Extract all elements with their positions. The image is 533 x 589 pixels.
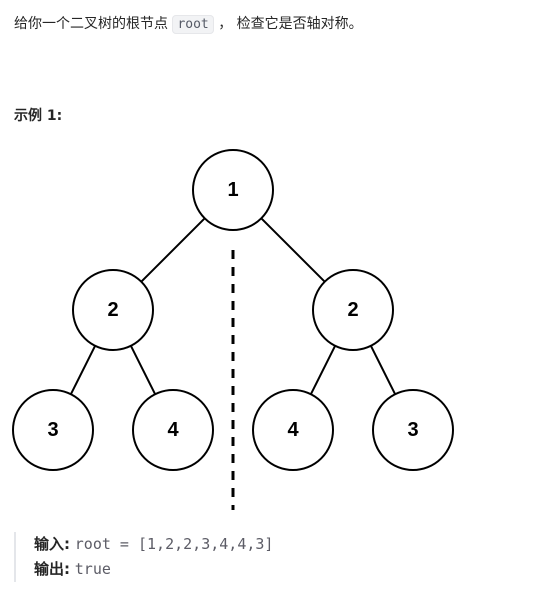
tree-edge-right-to-right-left	[309, 345, 337, 395]
tree-node-circle	[72, 269, 154, 351]
input-row: 输入: root = [1,2,2,3,4,4,3]	[34, 532, 273, 557]
tree-node-label: 4	[287, 419, 299, 441]
tree-edges	[69, 217, 397, 395]
tree-node-circle	[12, 389, 94, 471]
tree-edge-left-to-left-right	[129, 345, 157, 395]
tree-node-left-right: 4	[132, 389, 214, 471]
tree-edge-left-to-left-left	[69, 345, 97, 395]
tree-edge-right-to-right-right	[369, 345, 397, 395]
tree-node-label: 2	[107, 299, 118, 321]
output-label: 输出:	[34, 560, 70, 578]
tree-node-left-left: 3	[12, 389, 94, 471]
inline-code-root: root	[172, 15, 214, 34]
description-text-before: 给你一个二叉树的根节点	[14, 16, 168, 32]
input-value: root = [1,2,2,3,4,4,3]	[74, 535, 274, 553]
tree-node-left: 2	[72, 269, 154, 351]
output-row: 输出: true	[34, 557, 273, 582]
example-io: 输入: root = [1,2,2,3,4,4,3] 输出: true	[14, 532, 273, 582]
tree-node-circle	[132, 389, 214, 471]
tree-node-right-right: 3	[372, 389, 454, 471]
tree-node-label: 2	[347, 299, 358, 321]
tree-node-circle	[252, 389, 334, 471]
tree-node-circle	[192, 149, 274, 231]
input-label: 输入:	[34, 535, 70, 553]
tree-node-label: 1	[227, 179, 238, 201]
tree-nodes: 1 2 2 3 4 4 3	[12, 149, 454, 471]
tree-edge-root-to-left	[140, 217, 206, 283]
tree-node-label: 4	[167, 419, 179, 441]
tree-node-label: 3	[47, 419, 58, 441]
tree-node-root: 1	[192, 149, 274, 231]
problem-description: 给你一个二叉树的根节点 root ， 检查它是否轴对称。	[14, 12, 363, 37]
description-text-after: ， 检查它是否轴对称。	[218, 16, 363, 32]
tree-node-right: 2	[312, 269, 394, 351]
tree-node-circle	[312, 269, 394, 351]
tree-node-circle	[372, 389, 454, 471]
tree-node-label: 3	[407, 419, 418, 441]
tree-edge-root-to-right	[260, 217, 326, 283]
tree-node-right-left: 4	[252, 389, 334, 471]
binary-tree-diagram: 1 2 2 3 4 4 3	[12, 149, 454, 510]
output-value: true	[74, 560, 111, 578]
example-title: 示例 1:	[14, 108, 63, 124]
